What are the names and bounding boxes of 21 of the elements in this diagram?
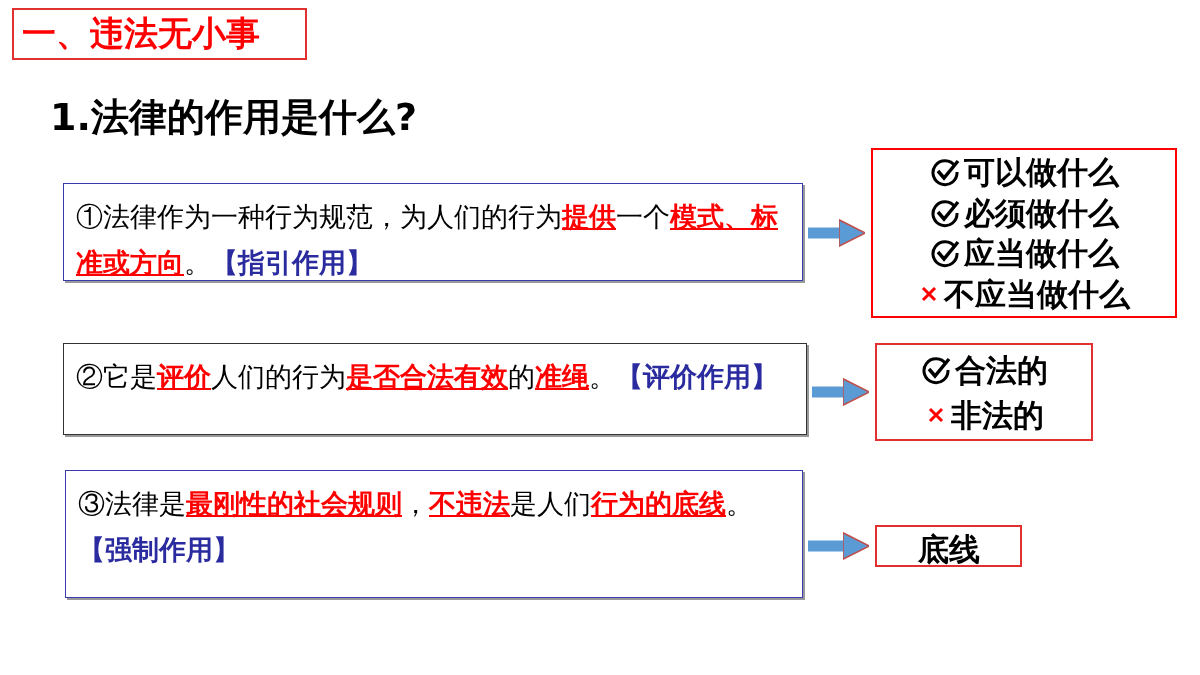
statement-text: ②它是评价人们的行为是否合法有效的准绳。【评价作用】 bbox=[76, 360, 779, 394]
option-text: 可以做什么 bbox=[963, 153, 1119, 193]
statement-box bbox=[63, 343, 807, 435]
result-box bbox=[875, 343, 1093, 441]
section-heading-box: 一、违法无小事 bbox=[12, 8, 307, 60]
option-text: 非法的 bbox=[950, 395, 1044, 435]
option-text: 必须做什么 bbox=[963, 193, 1119, 233]
option-text: 合法的 bbox=[954, 350, 1048, 390]
arrow bbox=[808, 532, 871, 560]
option-text: 不应当做什么 bbox=[944, 274, 1130, 314]
option-text: 应当做什么 bbox=[963, 234, 1119, 274]
heading: 1.法律的作用是什么? bbox=[50, 94, 417, 141]
statement-box bbox=[65, 470, 803, 598]
statement-box bbox=[63, 183, 803, 281]
arrow bbox=[812, 378, 871, 406]
statement-text: ①法律作为一种行为规范，为人们的行为提供一个模式、标准或方向。【指引作用】 bbox=[76, 200, 779, 280]
statement-text: ③法律是最刚性的社会规则，不违法是人们行为的底线。 【强制作用】 bbox=[78, 487, 754, 567]
arrow bbox=[808, 219, 867, 247]
result-box bbox=[871, 148, 1177, 318]
result-box bbox=[875, 525, 1022, 567]
option-text: 底线 bbox=[917, 530, 980, 569]
